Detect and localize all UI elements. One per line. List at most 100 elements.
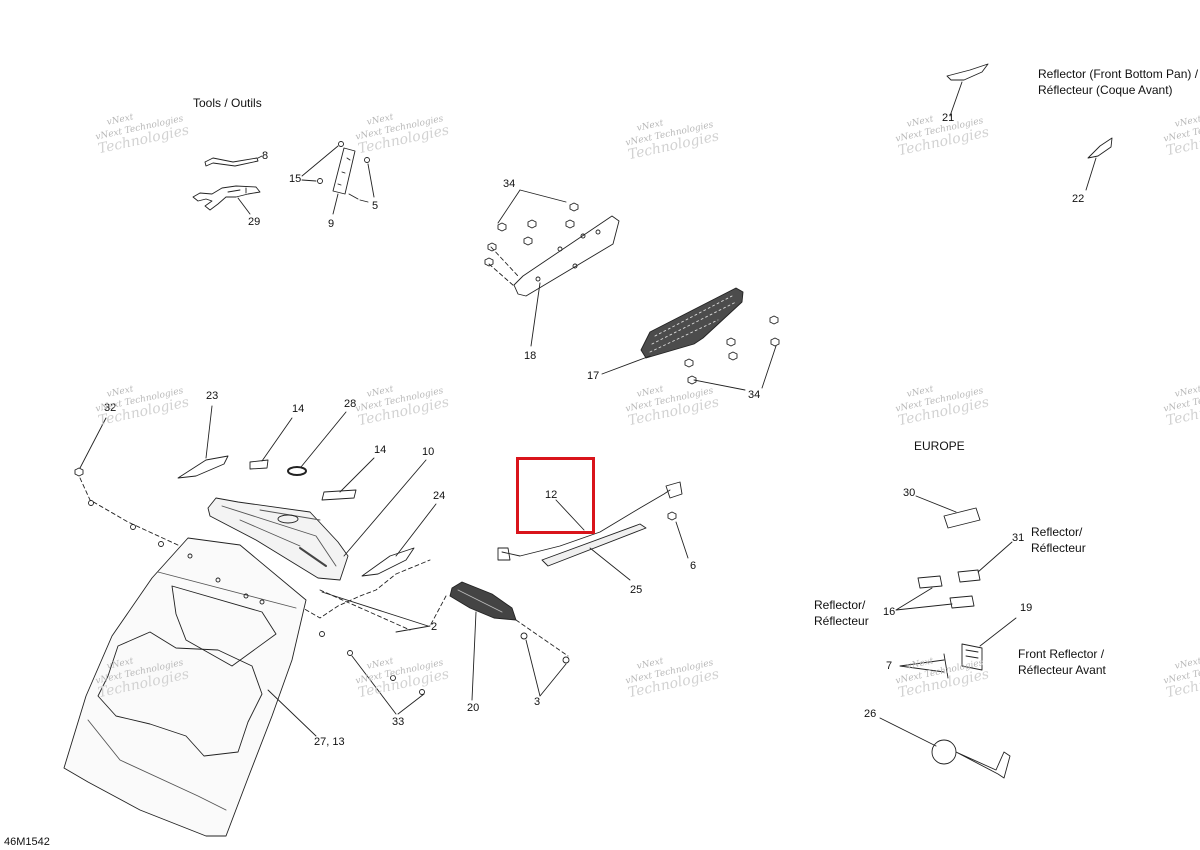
callout-21: 21 — [942, 112, 955, 124]
highlight-box-12[interactable] — [516, 457, 595, 534]
leader-26 — [879, 717, 937, 747]
plate-18 — [513, 215, 620, 297]
leader-31 — [977, 541, 1013, 573]
callout-26: 26 — [864, 708, 877, 720]
nuts-34-top — [484, 202, 579, 267]
callout-15: 15 — [289, 173, 302, 185]
leader-15 — [301, 145, 339, 182]
leader-30 — [915, 495, 957, 513]
leader-9 — [332, 193, 339, 215]
screw-32 — [74, 467, 84, 477]
callout-7: 7 — [886, 660, 893, 672]
callout-14b: 14 — [374, 444, 387, 456]
callout-16: 16 — [883, 606, 896, 618]
callout-33: 33 — [392, 716, 405, 728]
leader-29 — [237, 197, 251, 215]
caption-reflector-right-line2: Réflecteur — [1031, 541, 1086, 555]
leader-6 — [675, 521, 689, 559]
dash-20 — [429, 595, 569, 657]
screw-15a — [338, 141, 344, 147]
screw-6 — [667, 511, 677, 521]
leader-25 — [589, 547, 631, 581]
leader-28 — [300, 411, 347, 468]
callout-23: 23 — [206, 390, 219, 402]
callout-34b: 34 — [748, 389, 761, 401]
reflector-14b — [321, 489, 357, 501]
horn-26 — [931, 739, 1011, 779]
callout-5: 5 — [372, 200, 379, 212]
callout-28: 28 — [344, 398, 357, 410]
strip-25 — [541, 523, 647, 567]
caption-reflector-left-line1: Reflector/ — [814, 598, 866, 612]
caption-tools: Tools / Outils — [193, 96, 262, 110]
callout-6: 6 — [690, 560, 697, 572]
leader-14b — [339, 457, 375, 493]
leader-18 — [530, 282, 541, 347]
callout-14a: 14 — [292, 403, 305, 415]
leader-20 — [471, 611, 477, 701]
reflector-23 — [177, 455, 229, 479]
grommet-28 — [287, 466, 307, 476]
caption-reflector-front-bottom-line1: Reflector (Front Bottom Pan) / — [1038, 67, 1199, 81]
fasteners-left — [88, 500, 425, 695]
callout-24: 24 — [433, 490, 446, 502]
callout-9: 9 — [328, 218, 335, 230]
bracket-19 — [961, 643, 983, 671]
callout-12: 12 — [545, 489, 558, 501]
callout-20: 20 — [467, 702, 480, 714]
reflector-30 — [943, 507, 981, 529]
dash-18 — [488, 246, 519, 287]
screws-7 — [899, 653, 949, 679]
caption-reflector-right-line1: Reflector/ — [1031, 525, 1083, 539]
callout-2: 2 — [431, 621, 438, 633]
leader-8 — [257, 155, 263, 159]
leader-12 — [555, 499, 585, 531]
leader-19 — [979, 617, 1017, 647]
leader-3 — [525, 639, 567, 697]
leader-34a — [497, 189, 567, 224]
screws-3 — [520, 632, 570, 664]
tail-light-housing-10 — [207, 497, 349, 581]
reflector-21 — [946, 63, 989, 81]
callout-19: 19 — [1020, 602, 1033, 614]
leader-16 — [895, 587, 953, 611]
callout-22: 22 — [1072, 193, 1085, 205]
reflector-16b — [949, 595, 975, 609]
leader-32 — [79, 417, 107, 469]
callout-8: 8 — [262, 150, 269, 162]
diagram-code: 46M1542 — [4, 836, 50, 848]
caption-reflector-left-line2: Réflecteur — [814, 614, 869, 628]
reflector-24 — [361, 547, 415, 577]
callout-17: 17 — [587, 370, 600, 382]
nuts-34-right — [684, 315, 780, 385]
leader-21 — [949, 81, 963, 117]
reflector-16a — [917, 575, 943, 589]
leader-2 — [321, 591, 431, 633]
bracket-9 — [332, 147, 356, 195]
caption-reflector-front-bottom-line2: Réflecteur (Coque Avant) — [1038, 83, 1173, 97]
callout-34a: 34 — [503, 178, 516, 190]
callout-3: 3 — [534, 696, 541, 708]
callout-29: 29 — [248, 216, 261, 228]
tool-wrench-8 — [204, 157, 259, 167]
leader-33 — [351, 655, 425, 715]
reflector-14a — [249, 459, 269, 470]
leader-17 — [601, 355, 651, 375]
leader-22 — [1085, 157, 1097, 191]
screw-5b — [348, 193, 359, 200]
reflector-22 — [1087, 137, 1113, 159]
tail-light-20 — [449, 581, 517, 621]
front-panel-27-13 — [63, 537, 307, 837]
leader-14a — [261, 417, 293, 462]
callout-18: 18 — [524, 350, 537, 362]
leader-23 — [205, 405, 213, 459]
caption-europe: EUROPE — [914, 439, 965, 453]
callout-25: 25 — [630, 584, 643, 596]
leader-24 — [395, 503, 437, 557]
mesh-panel-17 — [640, 287, 744, 359]
callout-31: 31 — [1012, 532, 1025, 544]
callout-32: 32 — [104, 402, 117, 414]
screw-15b — [317, 178, 323, 184]
callout-27-13: 27, 13 — [314, 736, 345, 748]
